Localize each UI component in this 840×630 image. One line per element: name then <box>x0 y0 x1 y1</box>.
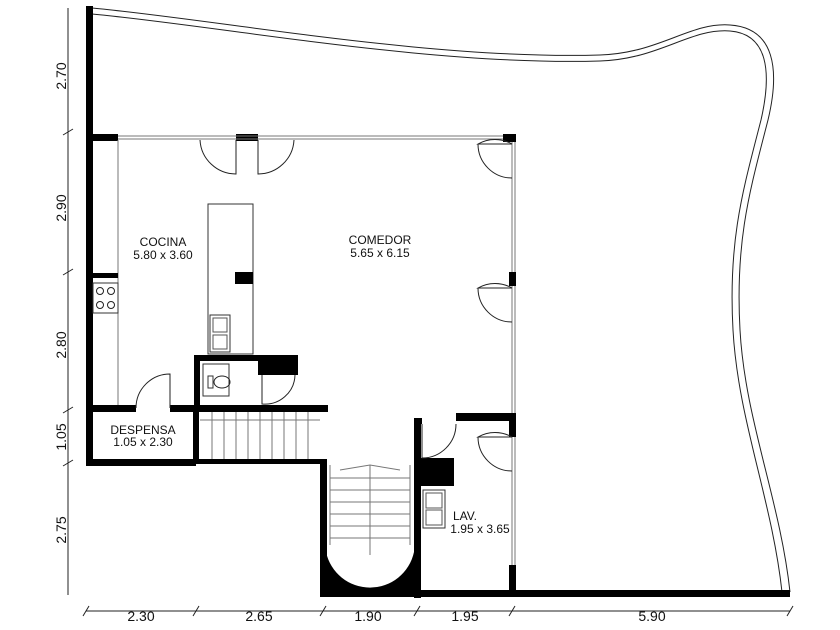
wall-north-door-jamb <box>236 134 258 141</box>
stairs-upper <box>200 412 320 459</box>
dim-h-1: 2.30 <box>127 608 154 624</box>
dim-h-5: 5.90 <box>638 608 665 624</box>
burner <box>96 287 104 295</box>
horizontal-dimension-line <box>82 605 794 617</box>
room-lav-name: LAV. <box>453 509 477 523</box>
door-east-1 <box>476 138 513 179</box>
room-cocina-name: COCINA <box>140 235 187 249</box>
dim-h-3: 1.90 <box>354 608 381 624</box>
door-wc <box>261 374 296 405</box>
wall-lav-east-bottom <box>509 565 516 595</box>
door-north-2 <box>257 139 295 175</box>
despensa-top-right <box>170 405 196 412</box>
lav-sink <box>422 489 446 529</box>
lav-block <box>421 458 454 486</box>
lav-wall-east-stub <box>509 413 516 437</box>
island-post <box>235 272 253 284</box>
room-comedor-size: 5.65 x 6.15 <box>350 246 410 260</box>
door-lav-2 <box>476 431 513 472</box>
sink <box>209 314 231 353</box>
room-cocina-size: 5.80 x 3.60 <box>133 248 193 262</box>
wall-north-left <box>86 134 118 141</box>
lav-sink-bowl <box>425 492 443 509</box>
wall-north-right-post <box>503 134 516 142</box>
vertical-dimension-line <box>62 8 74 595</box>
door-lav-1 <box>421 423 457 459</box>
dim-v-3: 2.80 <box>53 331 69 358</box>
cocina-wall-stub <box>86 273 118 278</box>
door-despensa <box>135 373 171 409</box>
burner <box>107 301 115 309</box>
stair-curved-wall <box>320 540 420 597</box>
room-despensa-size: 1.05 x 2.30 <box>113 435 173 449</box>
burner <box>96 301 104 309</box>
room-lav-size: 1.95 x 3.65 <box>450 522 510 536</box>
wall-south-bottom <box>320 590 790 597</box>
wc-wall-top <box>194 355 260 361</box>
dim-v-1: 2.70 <box>53 62 69 89</box>
burner <box>107 287 115 295</box>
dim-v-2: 2.90 <box>53 194 69 221</box>
wall-west <box>86 6 93 466</box>
stairs-lower <box>329 464 411 555</box>
dim-h-2: 2.65 <box>245 608 272 624</box>
dim-h-4: 1.95 <box>451 608 478 624</box>
outer-curve-boundary-inner <box>91 13 783 593</box>
wc-wall-block <box>258 355 298 375</box>
stove <box>92 282 119 314</box>
lav-wall-top-left <box>414 418 422 424</box>
dim-v-5: 2.75 <box>53 516 69 543</box>
despensa-top-left <box>86 405 136 412</box>
toilet <box>213 375 231 389</box>
wall-east-post <box>509 272 516 286</box>
dim-v-4: 1.05 <box>53 423 69 450</box>
outer-curve-boundary <box>91 7 791 593</box>
wall-stair-west <box>320 459 327 597</box>
wc-wall-west <box>194 355 200 410</box>
despensa-east <box>193 405 199 463</box>
door-east-2 <box>476 282 513 323</box>
wc-sink <box>202 363 230 397</box>
wc-tank <box>207 375 214 389</box>
sink-bowl <box>212 317 228 333</box>
lav-wall-top-right <box>456 413 516 421</box>
room-comedor-name: COMEDOR <box>349 233 412 247</box>
wall-stair-base <box>196 459 326 464</box>
wc-wall-bottom <box>194 405 328 412</box>
wall-south-left <box>86 459 196 466</box>
lav-sink-bowl <box>425 509 443 526</box>
room-despensa-name: DESPENSA <box>110 423 175 437</box>
lav-wall-west <box>414 418 421 598</box>
sink-bowl <box>212 334 228 350</box>
door-north-1 <box>199 139 237 175</box>
